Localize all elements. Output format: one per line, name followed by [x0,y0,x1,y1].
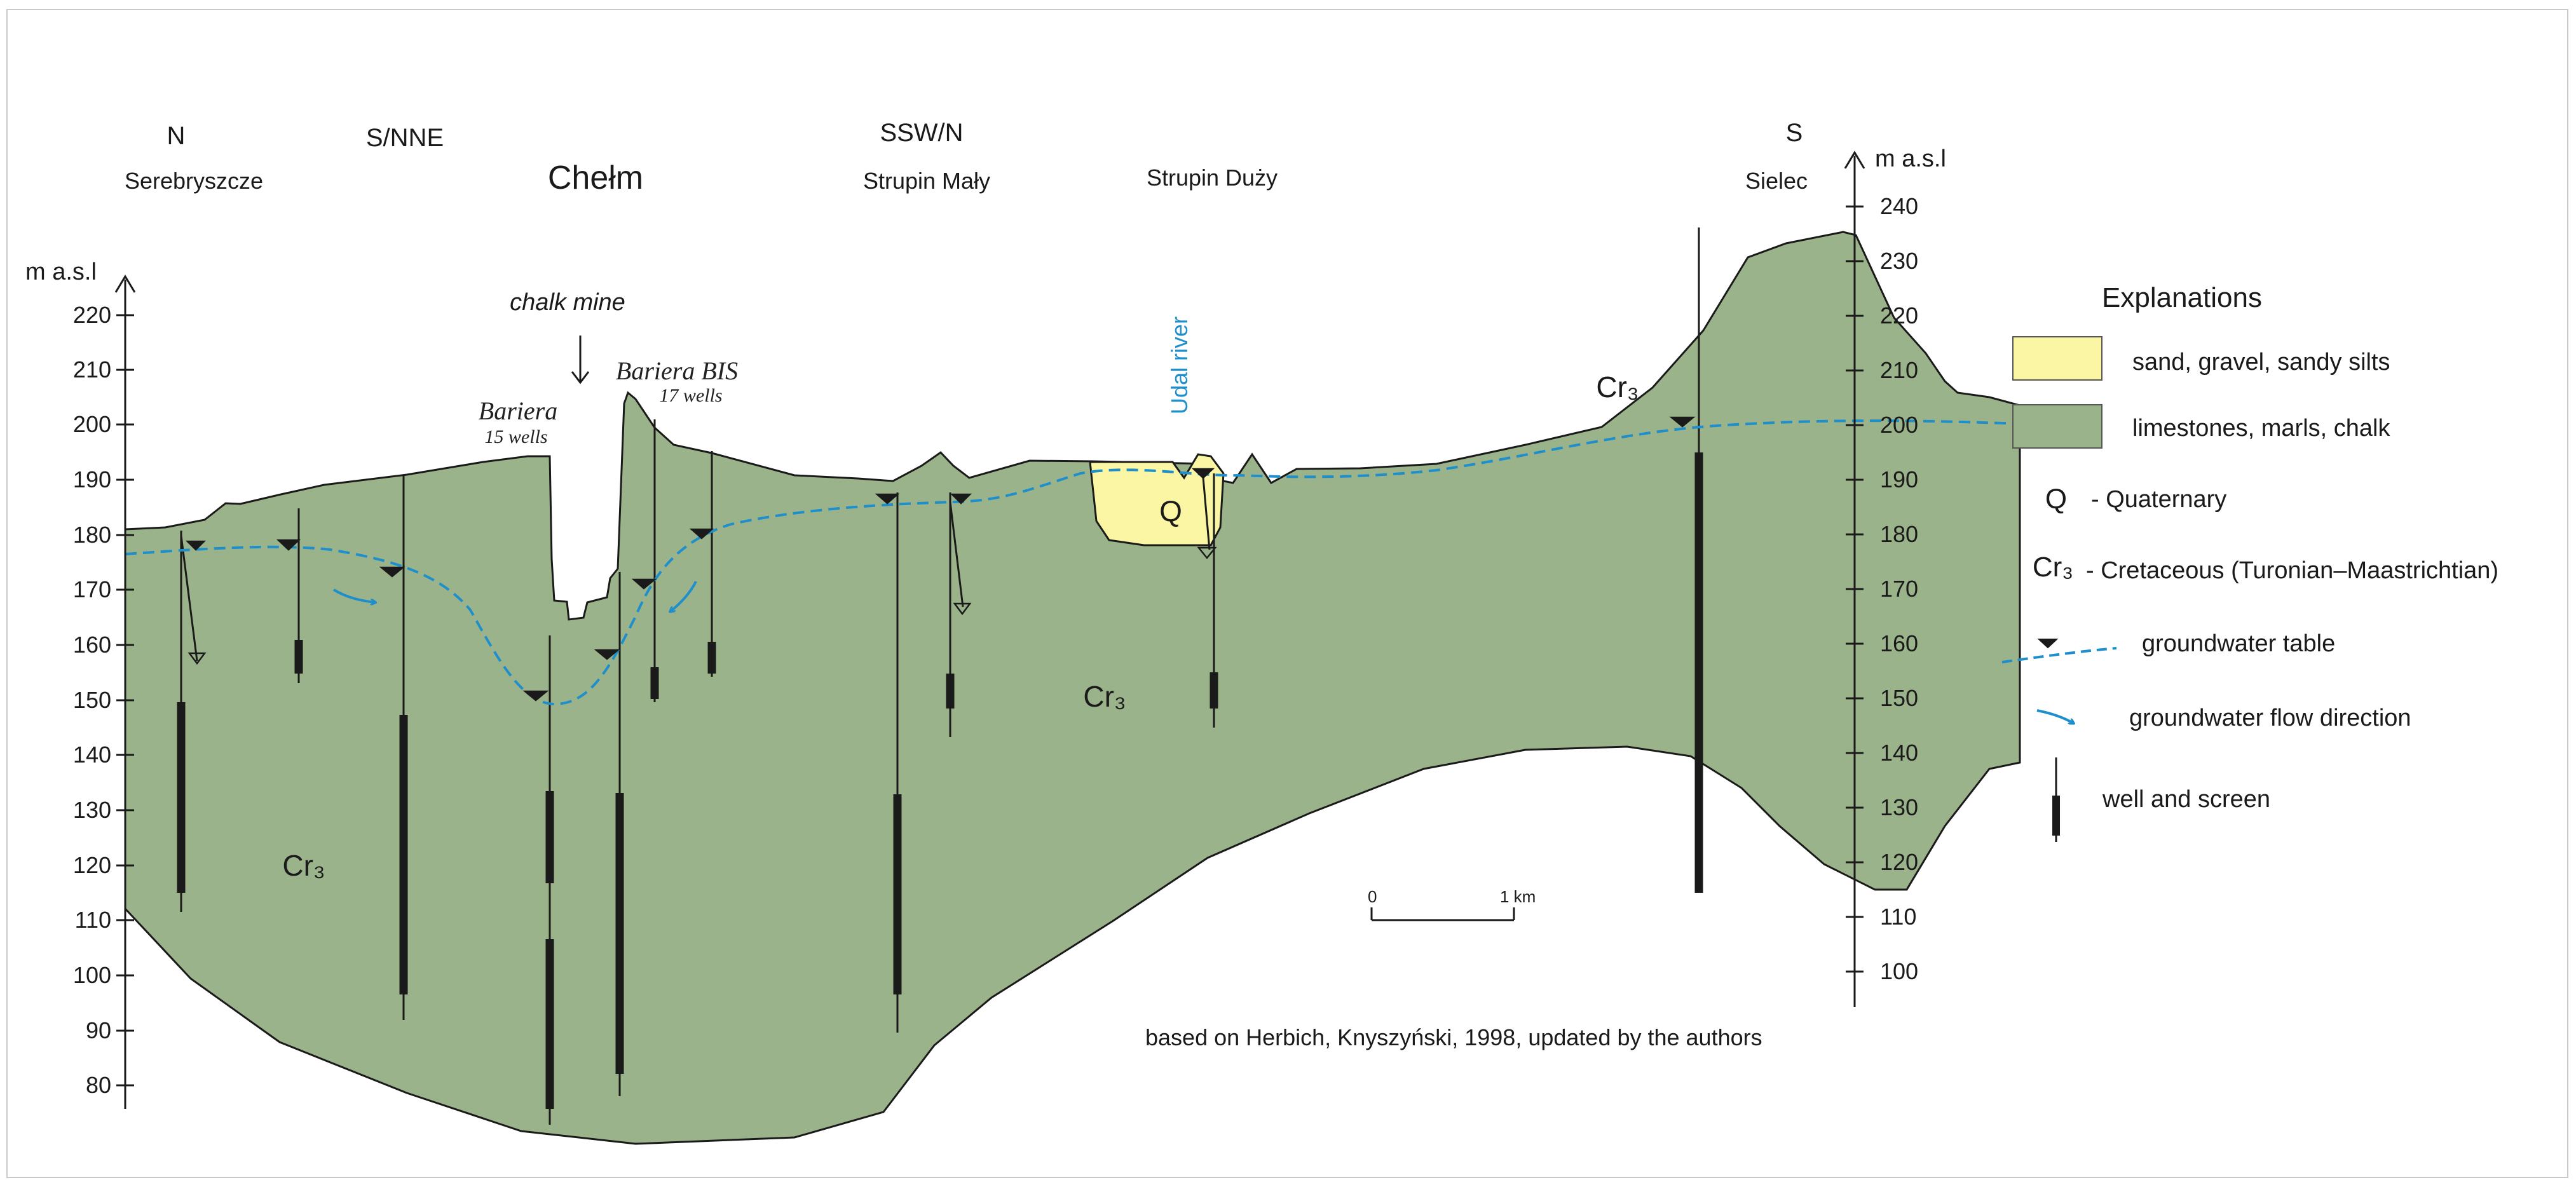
direction-label: N [167,122,186,150]
right-tick-label: 170 [1880,576,1918,602]
legend: Explanations sand, gravel, sandy silts l… [2001,282,2498,842]
left-axis [114,275,136,1109]
right-tick-label: 230 [1880,248,1918,274]
right-axis [1844,151,1865,1007]
right-tick-label: 190 [1880,466,1918,492]
legend-title: Explanations [2102,282,2262,313]
left-tick-label: 190 [73,466,111,492]
figure-frame [6,9,2568,1178]
right-tick-label: 160 [1880,630,1918,656]
cretaceous-label: Cr₃ [282,849,325,882]
right-tick-label: 180 [1880,521,1918,547]
right-tick-label: 150 [1880,685,1918,711]
legend-cr3-symbol: Cr₃ [2033,552,2073,583]
legend-flow-arrow-icon [2036,709,2073,723]
left-tick-label: 180 [73,522,111,548]
scale-km-label: 1 km [1500,887,1536,906]
profile-header: N S/NNE SSW/N S Serebryszcze Chełm Strup… [125,119,1808,196]
legend-item-label: sand, gravel, sandy silts [2132,349,2390,376]
quaternary-lens [1089,453,1225,546]
wells [177,227,1703,1125]
legend-sand-swatch [2012,336,2102,381]
place-label: Serebryszcze [125,168,263,194]
right-tick-label: 240 [1880,193,1918,219]
chalk-mine-arrow [571,336,590,384]
direction-label: S [1786,119,1803,147]
legend-groundwater-line [2001,647,2117,663]
right-tick-label: 210 [1880,357,1918,383]
bariera-bis-label: Bariera BIS [616,356,738,385]
right-tick-label: 120 [1880,849,1918,875]
cretaceous-label: Cr₃ [1083,680,1126,713]
right-tick-label: 110 [1880,904,1916,930]
right-tick-label: 140 [1880,740,1918,766]
left-tick-label: 80 [86,1072,111,1098]
left-tick-label: 100 [73,962,111,988]
right-axis-labels: 240 230 220 210 200 190 180 170 160 150 … [1880,193,1918,984]
right-tick-label: 100 [1880,958,1918,984]
flow-arrows [332,581,697,611]
scale-bar [1370,907,1515,921]
left-axis-unit: m a.s.l [25,259,97,285]
bariera-wells-label: 15 wells [484,426,547,447]
legend-item-label: groundwater table [2142,630,2335,657]
scale-zero-label: 0 [1368,887,1377,906]
quaternary-label: Q [1159,494,1182,527]
place-label: Strupin Mały [863,168,990,194]
left-tick-label: 90 [86,1017,111,1043]
left-tick-label: 200 [73,411,111,437]
legend-water-marker-icon [2037,639,2059,649]
left-axis-labels: 220 210 200 190 180 170 160 150 140 130 … [73,302,111,1098]
left-tick-label: 120 [73,852,111,878]
chalk-mine-label: chalk mine [510,289,625,316]
bariera-label: Bariera [479,397,557,425]
limestone-body [124,231,2021,1145]
right-tick-label: 130 [1880,794,1918,820]
cretaceous-label: Cr₃ [1596,370,1639,404]
place-label: Chełm [548,159,643,196]
left-tick-label: 140 [73,742,111,768]
right-tick-label: 200 [1880,412,1918,438]
legend-item-label: limestones, marls, chalk [2132,415,2390,442]
legend-item-label: well and screen [2102,786,2270,813]
right-tick-label: 220 [1880,302,1918,329]
legend-q-symbol: Q [2045,484,2067,515]
left-tick-label: 160 [73,632,111,658]
legend-item-label: groundwater flow direction [2129,705,2411,731]
legend-item-label: - Quaternary [2091,486,2226,513]
left-tick-label: 210 [73,356,111,383]
direction-label: S/NNE [366,124,444,152]
place-label: Strupin Duży [1147,165,1278,191]
bariera-bis-wells-label: 17 wells [659,385,722,406]
left-tick-label: 130 [73,797,111,823]
right-axis-unit: m a.s.l [1875,146,1946,172]
left-tick-label: 170 [73,576,111,602]
left-tick-label: 220 [73,302,111,328]
legend-item-label: - Cretaceous (Turonian–Maastrichtian) [2086,557,2498,584]
groundwater-table [125,419,2021,706]
groundwater-level-markers [185,416,1696,702]
place-label: Sielec [1745,168,1808,194]
left-tick-label: 150 [73,687,111,713]
left-tick-label: 110 [75,907,111,933]
direction-label: SSW/N [880,119,963,147]
source-note: based on Herbich, Knyszyński, 1998, upda… [1145,1024,1762,1050]
legend-limestone-swatch [2012,404,2102,449]
udal-river-label: Udal river [1166,316,1192,414]
